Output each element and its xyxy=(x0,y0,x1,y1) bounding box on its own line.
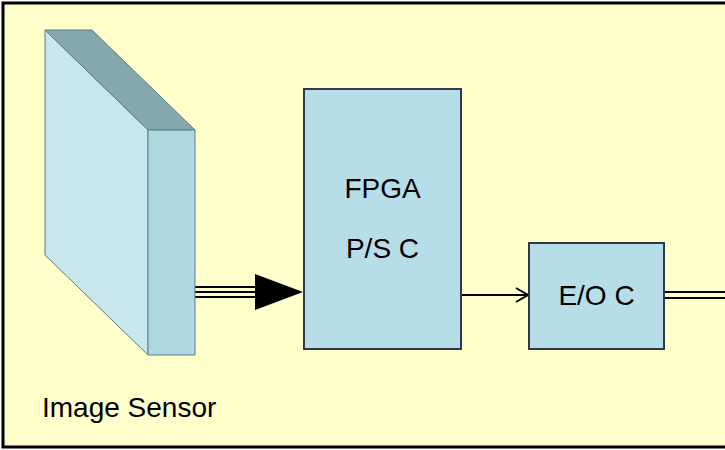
component-label: Image Sensor xyxy=(42,391,216,425)
connector xyxy=(462,288,528,302)
process-box: FPGA P/S C xyxy=(303,88,462,350)
box-label: FPGA xyxy=(344,172,420,206)
connector xyxy=(195,274,303,310)
image-sensor: Image Sensor xyxy=(45,30,195,355)
sensor-slab xyxy=(45,30,195,355)
connector-line xyxy=(462,294,526,296)
optical-fiber xyxy=(665,291,725,293)
connector-line xyxy=(195,296,257,298)
camera-housing xyxy=(3,3,725,447)
connector-line xyxy=(195,291,257,293)
box-label: E/O C xyxy=(558,279,634,313)
arrow-head xyxy=(516,288,528,302)
sensor-front-face xyxy=(148,130,195,355)
arrow-head xyxy=(255,274,303,310)
sensor-top-face xyxy=(45,30,195,130)
box-label: P/S C xyxy=(346,232,419,266)
connector-line xyxy=(195,286,257,288)
process-box: E/O C xyxy=(528,242,665,350)
optical-fiber xyxy=(665,297,725,299)
